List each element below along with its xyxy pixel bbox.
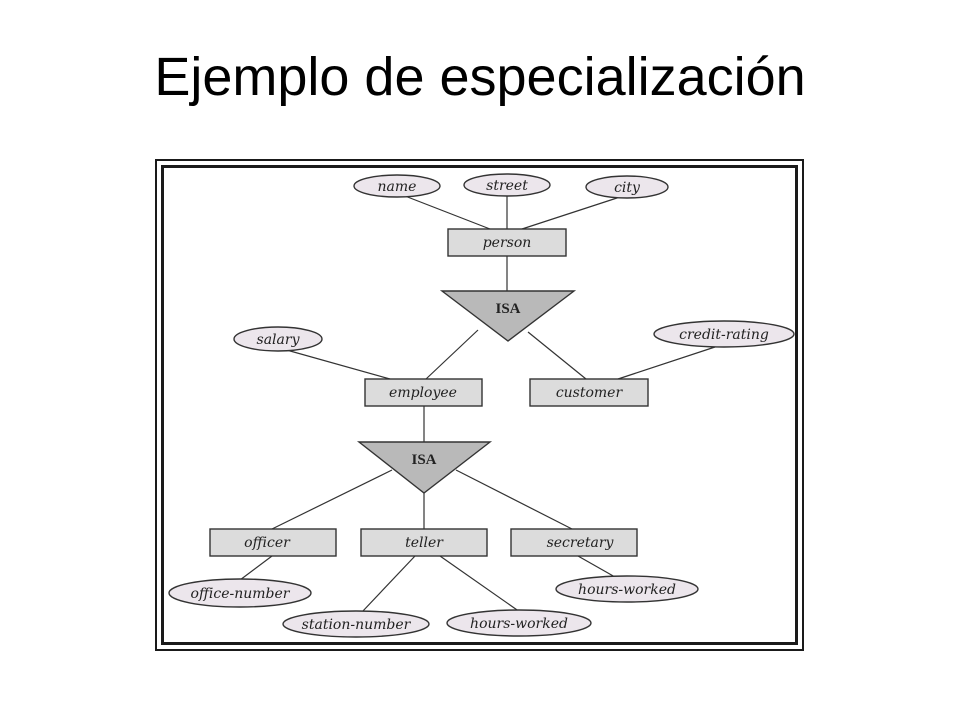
entity-secretary-label: secretary: [547, 535, 615, 551]
attribute-hours-worked-teller-label: hours-worked: [470, 616, 568, 632]
attribute-credit-rating: credit-rating: [653, 320, 795, 348]
attribute-name: name: [353, 174, 441, 198]
line-officer-officenumber: [239, 555, 273, 581]
entity-teller: teller: [360, 528, 488, 557]
line-teller-stationnumber: [361, 555, 416, 613]
attribute-city: city: [585, 175, 669, 199]
entity-customer-label: customer: [556, 385, 624, 401]
line-isa-customer: [527, 331, 587, 380]
entity-secretary: secretary: [510, 528, 638, 557]
isa-triangle-bottom: ISA: [356, 441, 493, 494]
isa-triangle-top: ISA: [439, 290, 577, 342]
attribute-city-label: city: [614, 180, 641, 196]
isa-bottom-label: ISA: [411, 452, 436, 468]
line-name-person: [404, 195, 491, 230]
entity-employee: employee: [364, 378, 483, 407]
diagram-frame-inner: [161, 165, 798, 645]
attribute-hours-worked-teller: hours-worked: [446, 609, 592, 637]
attribute-office-number-label: office-number: [191, 586, 291, 602]
attribute-office-number: office-number: [168, 578, 312, 608]
line-isa-employee: [425, 329, 479, 380]
attribute-station-number-label: station-number: [302, 617, 412, 633]
attribute-name-label: name: [378, 179, 417, 195]
line-credit-customer: [617, 346, 716, 380]
attribute-station-number: station-number: [282, 610, 430, 638]
entity-teller-label: teller: [405, 535, 444, 551]
line-salary-employee: [282, 348, 391, 380]
attribute-street: street: [463, 173, 551, 197]
line-isa-secretary: [455, 469, 573, 530]
attribute-salary-label: salary: [257, 332, 301, 348]
attribute-street-label: street: [486, 178, 528, 194]
attribute-hours-worked-secretary-label: hours-worked: [578, 582, 676, 598]
attribute-credit-rating-label: credit-rating: [679, 327, 769, 343]
line-city-person: [521, 196, 621, 230]
attribute-hours-worked-secretary: hours-worked: [555, 575, 699, 603]
entity-person: person: [447, 228, 567, 257]
entity-person-label: person: [483, 235, 532, 251]
isa-top-label: ISA: [495, 301, 520, 317]
entity-customer: customer: [529, 378, 649, 407]
entity-employee-label: employee: [389, 385, 457, 401]
line-isa-officer: [271, 469, 393, 530]
entity-officer-label: officer: [244, 535, 291, 551]
line-teller-hoursworked: [439, 555, 521, 613]
line-secretary-hoursworked: [577, 555, 616, 578]
attribute-salary: salary: [233, 326, 323, 352]
slide-title: Ejemplo de especialización: [154, 47, 806, 107]
entity-officer: officer: [209, 528, 337, 557]
connector-lines: [239, 195, 716, 613]
